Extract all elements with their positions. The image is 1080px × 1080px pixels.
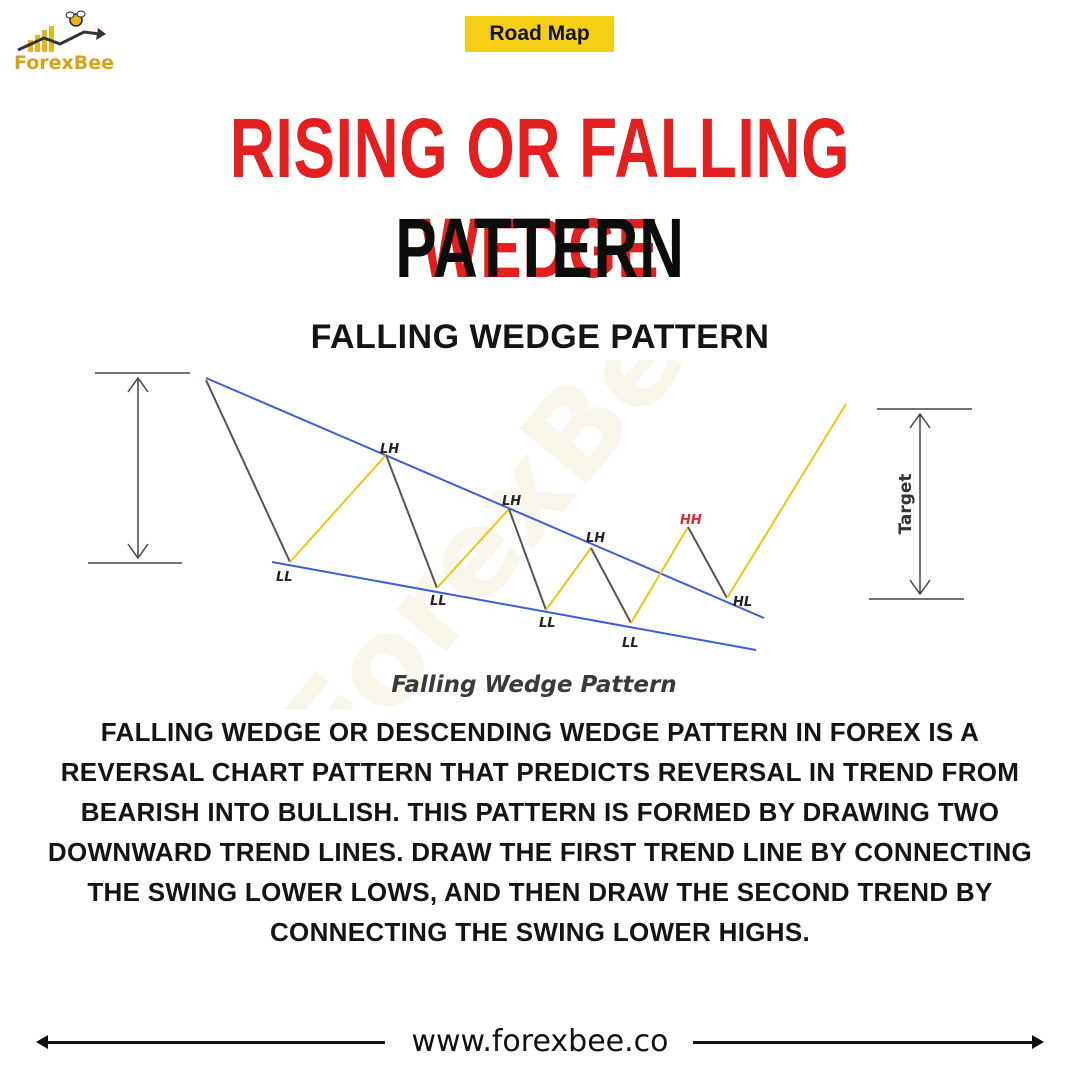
up-leg (289, 454, 387, 563)
up-leg (726, 403, 847, 599)
forexbee-logo-icon (17, 10, 106, 52)
falling-wedge-diagram: ForexBee Target LH LH LH HH HL LL LL L (88, 360, 972, 710)
page-title-line2: PATTERN (395, 201, 685, 295)
road-map-badge: Road Map (465, 16, 614, 52)
up-leg (545, 547, 592, 611)
footer-divider-left (40, 1041, 385, 1044)
label-lh: LH (502, 494, 521, 509)
up-leg (630, 526, 689, 624)
down-leg (385, 454, 438, 589)
footer-divider-right (693, 1041, 1037, 1044)
diagram-caption: Falling Wedge Pattern (391, 672, 676, 698)
label-hh: HH (680, 513, 702, 528)
right-arrow-icon (1032, 1035, 1044, 1049)
left-height-measure (88, 372, 190, 564)
down-leg (687, 526, 728, 599)
watermark: ForexBee (253, 360, 766, 710)
label-ll: LL (539, 616, 556, 631)
description-text: FALLING WEDGE OR DESCENDING WEDGE PATTER… (47, 717, 1033, 947)
section-subtitle: FALLING WEDGE PATTERN (310, 318, 770, 356)
down-leg (590, 547, 632, 624)
target-measure (869, 408, 972, 600)
target-label: Target (896, 473, 916, 534)
label-hl: HL (733, 595, 752, 610)
label-ll: LL (430, 594, 447, 609)
up-leg (436, 508, 510, 589)
upper-trendline (205, 377, 765, 619)
page-title-line1: RISING OR FALLING WEDGE (229, 101, 851, 295)
footer-url-link[interactable]: www.forexbee.co (411, 1024, 669, 1059)
label-ll: LL (622, 636, 639, 651)
down-leg (508, 508, 547, 611)
down-leg (205, 379, 291, 563)
label-lh: LH (586, 531, 605, 546)
label-lh: LH (380, 442, 399, 457)
label-ll: LL (276, 570, 293, 585)
brand-name: ForexBee (14, 52, 115, 74)
lower-trendline (271, 561, 757, 651)
